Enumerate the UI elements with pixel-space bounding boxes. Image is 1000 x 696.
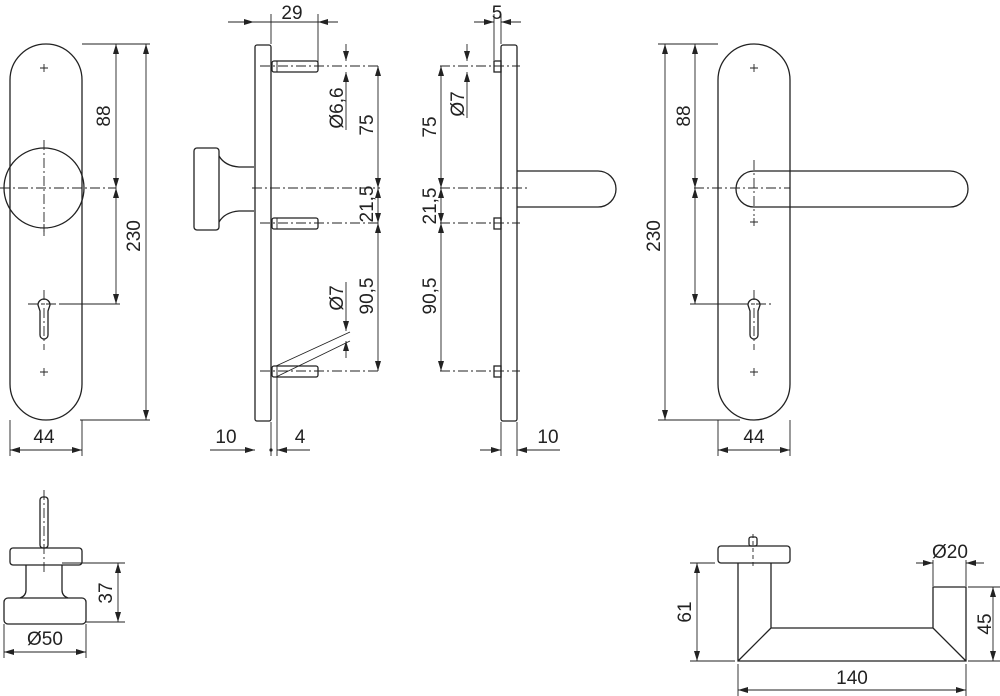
dim-height: 230 xyxy=(124,220,145,252)
dim-upper: 75 xyxy=(420,116,441,137)
dim-diameter: Ø50 xyxy=(27,629,63,650)
keyhole xyxy=(747,298,761,340)
rosette xyxy=(9,547,83,566)
front-knob-view: 88 230 44 xyxy=(0,43,150,456)
pin-bottom xyxy=(493,365,502,378)
dim-height: 230 xyxy=(644,220,665,252)
dim-lower: 90,5 xyxy=(420,278,441,315)
dim-plate: 10 xyxy=(215,427,236,448)
lever-top-view: 61 45 Ø20 140 xyxy=(675,534,1000,696)
dim-upper: 75 xyxy=(357,114,378,135)
lever xyxy=(737,563,967,662)
dim-pin-length: 5 xyxy=(492,3,503,24)
escutcheon-plate xyxy=(9,43,83,421)
side-lever-view: 5 Ø7 75 21,5 90,5 10 xyxy=(420,3,617,456)
lever-side xyxy=(517,170,617,208)
dim-middle: 21,5 xyxy=(420,188,441,225)
dim-plate: 10 xyxy=(537,427,558,448)
keyhole xyxy=(37,298,51,340)
pin-mid xyxy=(493,217,502,230)
dim-pin-dia: Ø7 xyxy=(448,91,469,116)
dim-offset: 4 xyxy=(295,427,306,448)
pin-top xyxy=(260,60,380,73)
dim-pin-length: 29 xyxy=(281,3,302,24)
knob-side xyxy=(193,147,220,231)
plate-side xyxy=(500,44,518,422)
pin-bottom xyxy=(260,331,380,378)
dim-height: 61 xyxy=(675,601,696,622)
dim-diameter: Ø20 xyxy=(932,542,968,563)
dim-middle: 21,5 xyxy=(357,186,378,223)
side-knob-view: 29 Ø6,6 75 21,5 Ø7 90,5 10 4 xyxy=(193,3,381,456)
plate-side xyxy=(254,44,272,422)
knob-top-view: 37 Ø50 xyxy=(3,490,125,658)
escutcheon-plate xyxy=(717,43,791,421)
dim-length: 140 xyxy=(836,668,868,689)
dim-height: 37 xyxy=(96,582,117,603)
knob xyxy=(3,597,87,625)
dim-pin-dia-top: Ø6,6 xyxy=(327,87,348,128)
rosette xyxy=(717,545,791,564)
dim-width: 44 xyxy=(33,427,55,448)
dim-end-height: 45 xyxy=(975,613,996,634)
dim-center: 88 xyxy=(674,105,695,126)
dim-lower: 90,5 xyxy=(357,278,378,315)
lever xyxy=(735,170,969,208)
pin-mid xyxy=(260,217,380,230)
dim-center: 88 xyxy=(94,105,115,126)
dim-pin-dia-bottom: Ø7 xyxy=(327,285,348,310)
dim-width: 44 xyxy=(743,427,765,448)
pin-top xyxy=(493,60,502,73)
front-lever-view: 88 230 44 xyxy=(644,43,969,456)
